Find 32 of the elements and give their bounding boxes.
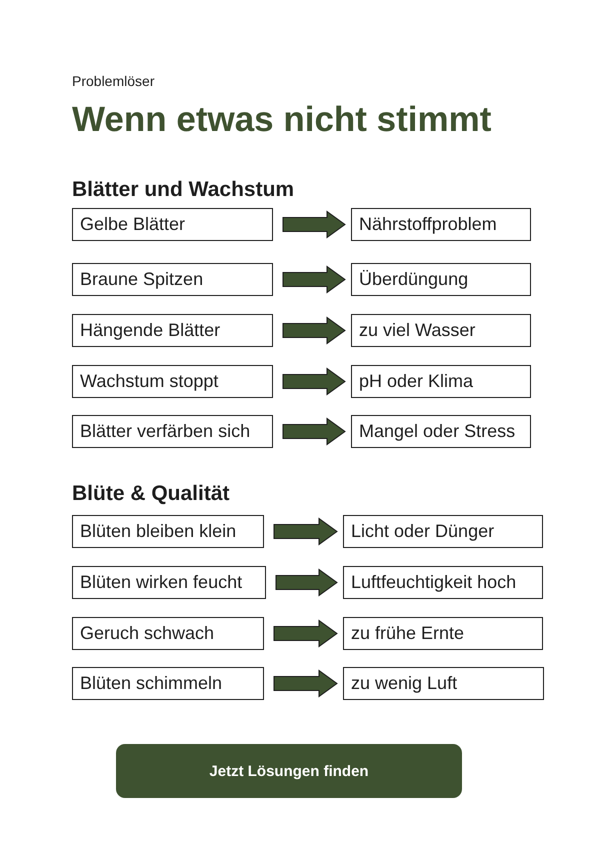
section-heading: Blüte & Qualität — [72, 482, 230, 506]
eyebrow-text: Problemlöser — [72, 73, 154, 89]
cta-button: Jetzt Lösungen finden — [116, 744, 462, 798]
block-arrow — [274, 670, 338, 698]
cause-box: zu wenig Luft — [343, 667, 544, 700]
symptom-box: Gelbe Blätter — [72, 208, 273, 241]
cause-box: Überdüngung — [351, 263, 531, 296]
block-arrow — [282, 210, 346, 238]
cause-box: zu viel Wasser — [351, 314, 531, 347]
cause-box: pH oder Klima — [351, 365, 531, 398]
block-arrow — [274, 620, 338, 648]
block-arrow — [282, 418, 346, 446]
cause-box: Luftfeuchtigkeit hoch — [343, 566, 543, 599]
cause-box: zu frühe Ernte — [343, 617, 543, 650]
block-arrow — [282, 316, 346, 344]
symptom-box: Geruch schwach — [72, 617, 264, 650]
symptom-box: Hängende Blätter — [72, 314, 273, 347]
symptom-box: Blüten schimmeln — [72, 667, 264, 700]
cause-box: Licht oder Dünger — [343, 515, 543, 548]
section-heading: Blätter und Wachstum — [72, 178, 294, 202]
symptom-box: Blüten wirken feucht — [72, 566, 266, 599]
cause-box: Nährstoffproblem — [351, 208, 531, 241]
symptom-box: Braune Spitzen — [72, 263, 273, 296]
block-arrow — [274, 518, 338, 546]
block-arrow — [276, 568, 338, 596]
block-arrow — [282, 368, 346, 396]
cause-box: Mangel oder Stress — [351, 415, 531, 448]
page-title: Wenn etwas nicht stimmt — [72, 100, 492, 140]
block-arrow — [282, 266, 346, 294]
symptom-box: Wachstum stoppt — [72, 365, 273, 398]
symptom-box: Blüten bleiben klein — [72, 515, 264, 548]
symptom-box: Blätter verfärben sich — [72, 415, 273, 448]
